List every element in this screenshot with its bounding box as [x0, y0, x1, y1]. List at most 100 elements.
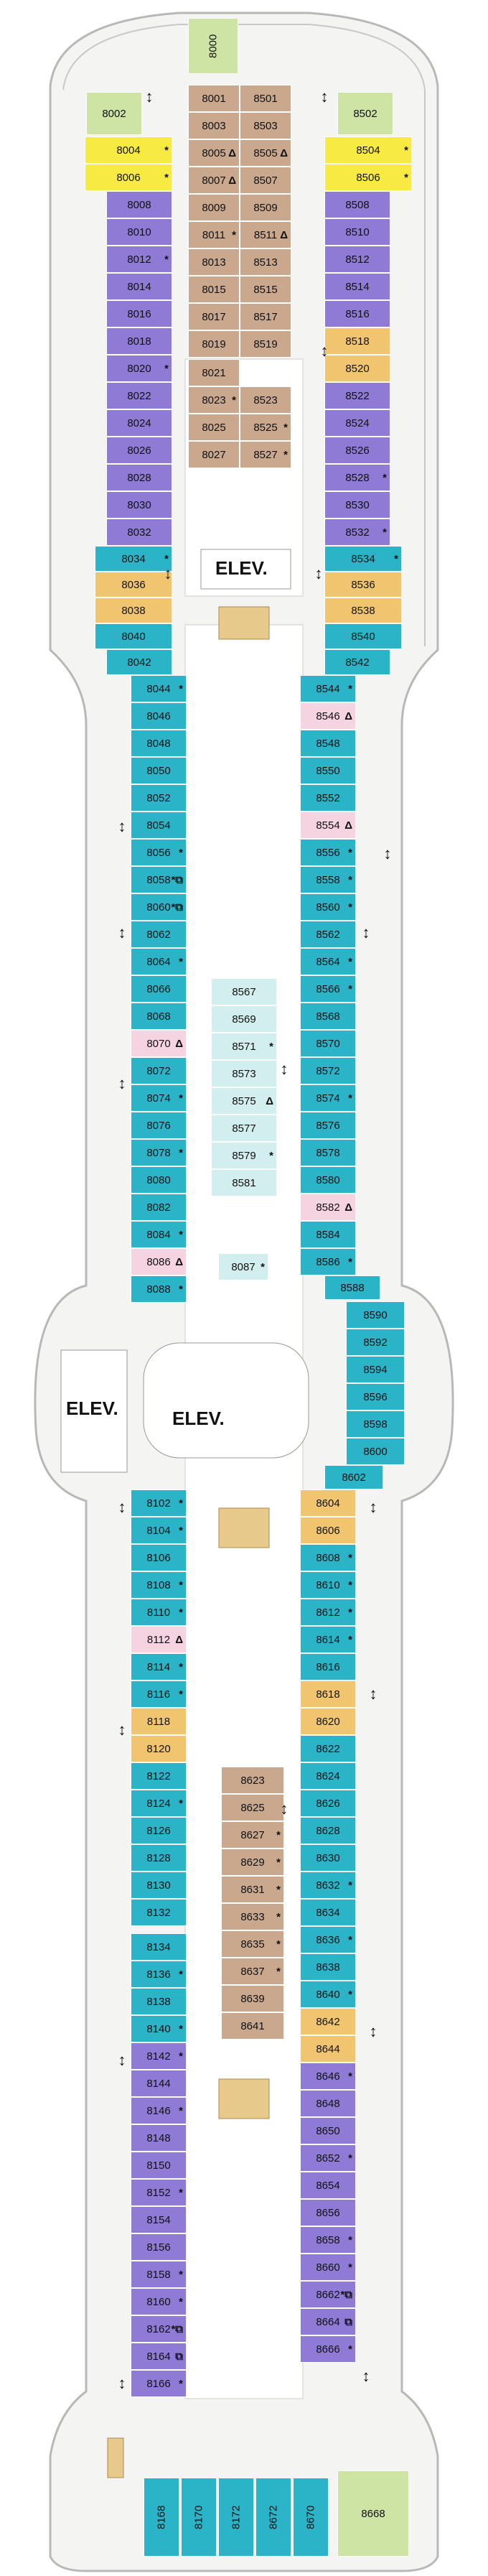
cabin-8641[interactable]: 8641	[221, 2012, 284, 2040]
cabin-8606[interactable]: 8606	[300, 1517, 356, 1544]
cabin-8164[interactable]: 8164⧉	[131, 2343, 187, 2370]
cabin-8010[interactable]: 8010	[106, 218, 172, 246]
cabin-8631[interactable]: 8631*	[221, 1876, 284, 1903]
cabin-8158[interactable]: 8158*	[131, 2261, 187, 2288]
cabin-8000[interactable]: 8000	[188, 18, 238, 74]
cabin-8632[interactable]: 8632*	[300, 1871, 356, 1899]
cabin-8639[interactable]: 8639	[221, 1985, 284, 2012]
cabin-8562[interactable]: 8562	[300, 921, 356, 948]
cabin-8124[interactable]: 8124*	[131, 1790, 187, 1817]
cabin-8060[interactable]: 8060*⧉	[131, 893, 187, 921]
cabin-8028[interactable]: 8028	[106, 464, 172, 491]
cabin-8618[interactable]: 8618	[300, 1680, 356, 1708]
cabin-8110[interactable]: 8110*	[131, 1599, 187, 1626]
cabin-8540[interactable]: 8540	[324, 623, 402, 649]
cabin-8102[interactable]: 8102*	[131, 1489, 187, 1517]
cabin-8154[interactable]: 8154	[131, 2206, 187, 2233]
cabin-8522[interactable]: 8522	[324, 382, 390, 409]
cabin-8623[interactable]: 8623	[221, 1767, 284, 1794]
cabin-8666[interactable]: 8666*	[300, 2335, 356, 2363]
cabin-8025[interactable]: 8025	[188, 414, 240, 441]
cabin-8150[interactable]: 8150	[131, 2152, 187, 2179]
cabin-8015[interactable]: 8015	[188, 276, 240, 303]
cabin-8648[interactable]: 8648	[300, 2090, 356, 2117]
cabin-8638[interactable]: 8638	[300, 1953, 356, 1981]
cabin-8573[interactable]: 8573	[211, 1060, 277, 1087]
cabin-8560[interactable]: 8560*	[300, 893, 356, 921]
cabin-8524[interactable]: 8524	[324, 409, 390, 437]
cabin-8013[interactable]: 8013	[188, 248, 240, 276]
cabin-8148[interactable]: 8148	[131, 2124, 187, 2152]
cabin-8544[interactable]: 8544*	[300, 675, 356, 702]
cabin-8146[interactable]: 8146*	[131, 2097, 187, 2124]
cabin-8644[interactable]: 8644	[300, 2035, 356, 2063]
cabin-8624[interactable]: 8624	[300, 1762, 356, 1790]
cabin-8626[interactable]: 8626	[300, 1790, 356, 1817]
cabin-8577[interactable]: 8577	[211, 1115, 277, 1142]
cabin-8012[interactable]: 8012*	[106, 246, 172, 273]
cabin-8134[interactable]: 8134	[131, 1933, 187, 1961]
cabin-8006[interactable]: 8006*	[85, 164, 172, 191]
cabin-8510[interactable]: 8510	[324, 218, 390, 246]
cabin-8050[interactable]: 8050	[131, 757, 187, 784]
cabin-8040[interactable]: 8040	[95, 623, 172, 649]
cabin-8011[interactable]: 8011*	[188, 221, 240, 248]
cabin-8572[interactable]: 8572	[300, 1057, 356, 1084]
cabin-8637[interactable]: 8637*	[221, 1958, 284, 1985]
cabin-8612[interactable]: 8612*	[300, 1599, 356, 1626]
cabin-8036[interactable]: 8036	[95, 572, 172, 597]
cabin-8128[interactable]: 8128	[131, 1844, 187, 1871]
cabin-8132[interactable]: 8132	[131, 1899, 187, 1926]
cabin-8571[interactable]: 8571*	[211, 1033, 277, 1060]
cabin-8614[interactable]: 8614*	[300, 1626, 356, 1653]
cabin-8054[interactable]: 8054	[131, 812, 187, 839]
cabin-8569[interactable]: 8569	[211, 1005, 277, 1033]
cabin-8662[interactable]: 8662*⧉	[300, 2281, 356, 2308]
cabin-8120[interactable]: 8120	[131, 1735, 187, 1762]
cabin-8072[interactable]: 8072	[131, 1057, 187, 1084]
cabin-8032[interactable]: 8032	[106, 519, 172, 546]
cabin-8594[interactable]: 8594	[346, 1356, 405, 1383]
cabin-8160[interactable]: 8160*	[131, 2288, 187, 2315]
cabin-8528[interactable]: 8528*	[324, 464, 390, 491]
cabin-8566[interactable]: 8566*	[300, 975, 356, 1003]
cabin-8170[interactable]: 8170	[181, 2478, 217, 2557]
cabin-8656[interactable]: 8656	[300, 2199, 356, 2226]
cabin-8672[interactable]: 8672	[255, 2478, 291, 2557]
cabin-8078[interactable]: 8078*	[131, 1139, 187, 1166]
cabin-8062[interactable]: 8062	[131, 921, 187, 948]
cabin-8152[interactable]: 8152*	[131, 2179, 187, 2206]
cabin-8550[interactable]: 8550	[300, 757, 356, 784]
cabin-8009[interactable]: 8009	[188, 194, 240, 221]
cabin-8064[interactable]: 8064*	[131, 948, 187, 975]
cabin-8650[interactable]: 8650	[300, 2117, 356, 2144]
cabin-8144[interactable]: 8144	[131, 2070, 187, 2097]
cabin-8670[interactable]: 8670	[293, 2478, 329, 2557]
cabin-8629[interactable]: 8629*	[221, 1849, 284, 1876]
cabin-8519[interactable]: 8519	[240, 330, 291, 358]
cabin-8574[interactable]: 8574*	[300, 1084, 356, 1112]
cabin-8068[interactable]: 8068	[131, 1003, 187, 1030]
cabin-8668[interactable]: 8668	[337, 2470, 409, 2557]
cabin-8082[interactable]: 8082	[131, 1194, 187, 1221]
cabin-8108[interactable]: 8108*	[131, 1571, 187, 1599]
cabin-8556[interactable]: 8556*	[300, 839, 356, 866]
cabin-8548[interactable]: 8548	[300, 730, 356, 757]
cabin-8027[interactable]: 8027	[188, 441, 240, 468]
cabin-8634[interactable]: 8634	[300, 1899, 356, 1926]
cabin-8564[interactable]: 8564*	[300, 948, 356, 975]
cabin-8532[interactable]: 8532*	[324, 519, 390, 546]
cabin-8501[interactable]: 8501	[240, 85, 291, 112]
cabin-8558[interactable]: 8558*	[300, 866, 356, 893]
cabin-8604[interactable]: 8604	[300, 1489, 356, 1517]
cabin-8570[interactable]: 8570	[300, 1030, 356, 1057]
cabin-8628[interactable]: 8628	[300, 1817, 356, 1844]
cabin-8664[interactable]: 8664⧉	[300, 2308, 356, 2335]
